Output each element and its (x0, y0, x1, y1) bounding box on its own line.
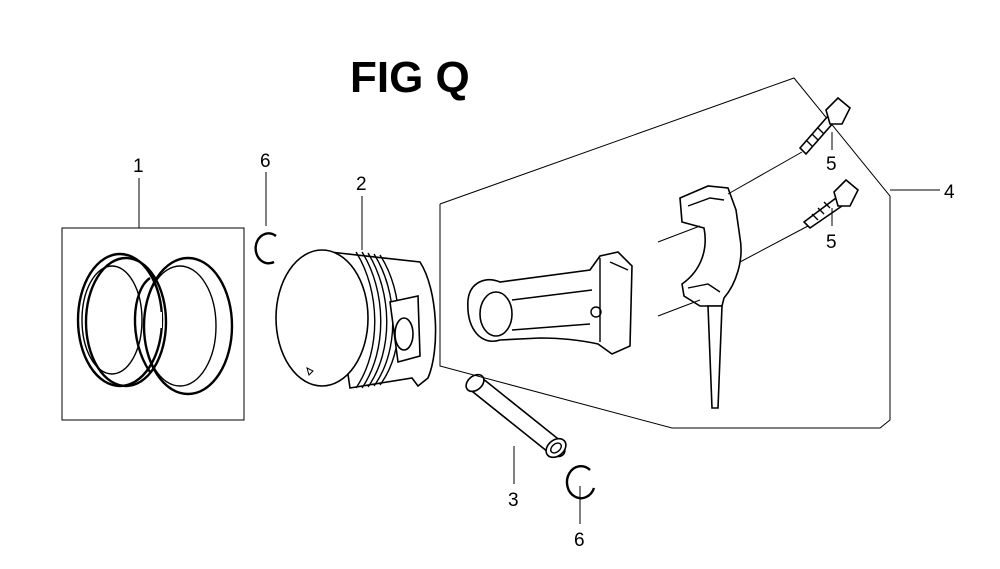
pin-clip-lower (565, 465, 596, 500)
piston-pin (465, 373, 567, 459)
figure-title: FIG Q (350, 53, 470, 102)
callout-6-lower: 6 (574, 530, 585, 551)
connecting-rod-assembly-boundary (439, 77, 891, 429)
callout-5-upper: 5 (826, 154, 837, 175)
piston-ring-set (61, 178, 245, 421)
rod-bolt-lower (802, 178, 859, 230)
pin-clip-upper (254, 232, 277, 265)
connecting-rod-cap (679, 185, 742, 409)
piston-ring-box (61, 227, 245, 421)
callout-5-lower: 5 (826, 232, 837, 253)
rod-bolt-upper (798, 96, 851, 156)
leader-line-cap-upper (657, 225, 701, 243)
callout-6-upper: 6 (260, 151, 271, 172)
connecting-rod (467, 251, 633, 355)
leader-line-cap-lower (657, 299, 701, 317)
leader-line-bolt-lower (739, 225, 809, 263)
callout-2: 2 (356, 174, 367, 195)
callout-4: 4 (944, 182, 955, 203)
piston (275, 249, 437, 389)
leader-line-bolt-upper (727, 151, 803, 195)
callout-3: 3 (508, 490, 519, 511)
callout-1: 1 (133, 156, 144, 177)
